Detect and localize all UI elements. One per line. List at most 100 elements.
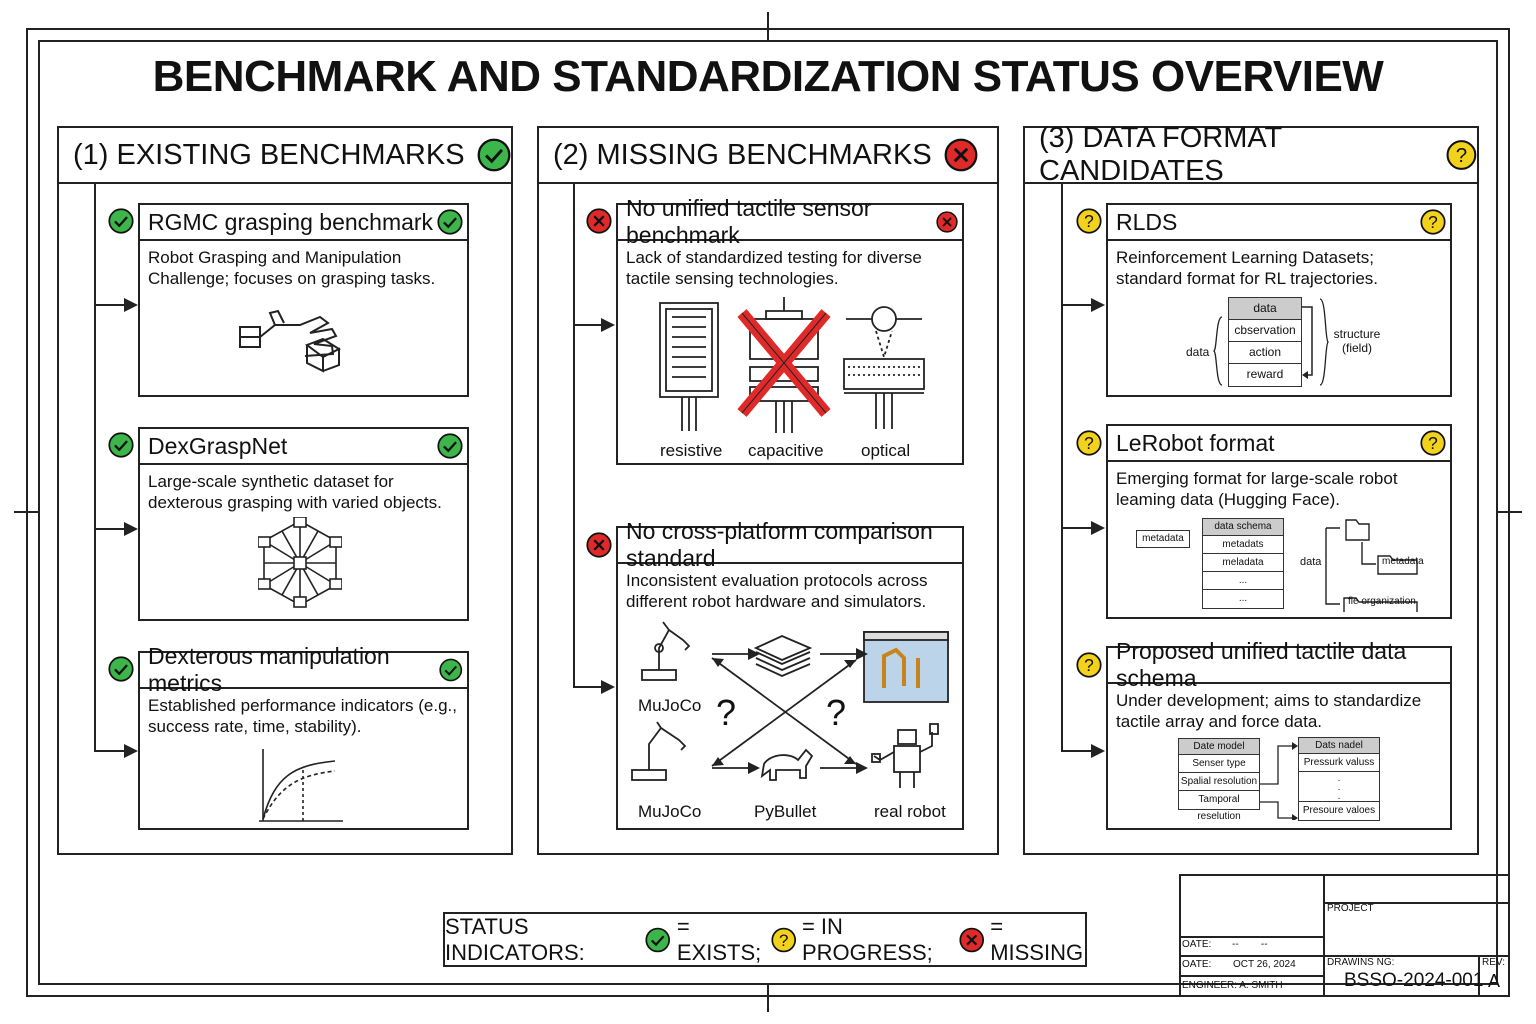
table-row: Spalial resolution bbox=[1179, 773, 1259, 791]
question-icon bbox=[1076, 652, 1102, 678]
connector-line bbox=[94, 183, 96, 751]
drawing-number-label: DRAWINS NG: bbox=[1327, 957, 1395, 968]
connector-line bbox=[1061, 304, 1091, 306]
date-value: OCT 26, 2024 bbox=[1233, 959, 1296, 970]
sensor-label-resistive: resistive bbox=[660, 441, 723, 460]
table-row: Pressurk valuss bbox=[1299, 754, 1379, 772]
panel-title: (3) DATA FORMAT CANDIDATES bbox=[1039, 122, 1282, 187]
schema-arrows bbox=[1260, 742, 1298, 820]
x-icon bbox=[586, 208, 612, 234]
arrow-icon bbox=[124, 522, 138, 536]
table-row: ... bbox=[1238, 593, 1248, 604]
capacitive-sensor-crossed-icon bbox=[737, 297, 831, 433]
rlds-structure-table: data cbservation action reward bbox=[1228, 297, 1302, 387]
question-icon bbox=[771, 925, 796, 955]
connector-line bbox=[573, 324, 601, 326]
status-legend: STATUS INDICATORS: = EXISTS; = IN PROGRE… bbox=[443, 912, 1087, 967]
connector-line bbox=[1061, 183, 1063, 751]
check-icon bbox=[437, 433, 463, 459]
card-tactile-schema: Proposed unified tactile data schema Und… bbox=[1106, 638, 1452, 830]
card-title: Dexterous manipulation metrics bbox=[148, 643, 390, 696]
robot-dog-icon bbox=[760, 748, 814, 781]
arrow-icon bbox=[1091, 298, 1105, 312]
divider bbox=[1323, 902, 1509, 904]
cube-network-icon bbox=[258, 517, 342, 608]
card-description: Lack of standardized testing for diverse… bbox=[626, 248, 922, 288]
legend-missing: = MISSING bbox=[990, 913, 1084, 965]
cross-platform-diagram bbox=[631, 621, 949, 788]
question-icon bbox=[1420, 430, 1446, 456]
card-description: Emerging format for large-scale robot le… bbox=[1116, 469, 1398, 509]
card-title: DexGraspNet bbox=[148, 432, 288, 459]
tick-mark bbox=[1498, 511, 1522, 513]
panel-missing-benchmarks: (2) MISSING BENCHMARKS bbox=[537, 126, 999, 855]
table-row: Presoure valoes bbox=[1302, 805, 1376, 816]
card-tactile-benchmark: No unified tactile sensor benchmark Lack… bbox=[616, 195, 964, 465]
robot-hand-grasping-icon bbox=[239, 309, 342, 373]
revision-label: REV: bbox=[1482, 957, 1505, 968]
table-row: Senser type bbox=[1179, 755, 1259, 773]
robot-arm-icon bbox=[631, 721, 687, 781]
date-label: OATE: bbox=[1182, 959, 1212, 970]
card-title: RGMC grasping benchmark bbox=[148, 208, 434, 235]
brace-icon bbox=[1212, 316, 1223, 386]
page-title: BENCHMARK AND STANDARDIZATION STATUS OVE… bbox=[152, 52, 1384, 101]
divider bbox=[1323, 874, 1325, 996]
question-mark: ? bbox=[826, 692, 847, 733]
divider bbox=[1179, 975, 1324, 977]
table-header: Dats nadel bbox=[1299, 738, 1379, 754]
card-description: Inconsistent evaluation protocols across… bbox=[626, 571, 928, 611]
legend-exists: = EXISTS; bbox=[676, 913, 762, 965]
connector-line bbox=[573, 183, 575, 688]
card-title: LeRobot format bbox=[1116, 429, 1275, 456]
connector-line bbox=[1061, 527, 1091, 529]
table-header: data bbox=[1229, 298, 1301, 320]
card-description: Reinforcement Learning Datasets; standar… bbox=[1116, 248, 1379, 288]
loop-arrow-icon bbox=[1302, 306, 1313, 379]
card-description: Large-scale synthetic dataset for dexter… bbox=[148, 472, 442, 512]
connector-line bbox=[94, 304, 124, 306]
panel-existing-benchmarks: (1) EXISTING BENCHMARKS bbox=[57, 126, 513, 855]
check-icon bbox=[645, 925, 670, 955]
card-rgmc: RGMC grasping benchmark Robot Grasping a… bbox=[138, 203, 469, 397]
card-lerobot: LeRobot format Emerging format for large… bbox=[1106, 424, 1452, 619]
tick-mark bbox=[767, 984, 769, 1012]
legend-prefix: STATUS INDICATORS: bbox=[445, 913, 585, 965]
x-icon bbox=[936, 209, 958, 235]
metadata-box: metadata bbox=[1136, 530, 1190, 548]
connector-line bbox=[1061, 750, 1091, 752]
panel-header: (1) EXISTING BENCHMARKS bbox=[59, 128, 511, 184]
x-icon bbox=[944, 138, 978, 172]
check-icon bbox=[437, 209, 463, 235]
panel-title: (1) EXISTING BENCHMARKS bbox=[73, 138, 465, 171]
folder-tree-icon bbox=[1325, 519, 1418, 612]
date-label: OATE: bbox=[1182, 939, 1212, 950]
table-row: ... bbox=[1203, 572, 1283, 590]
optical-sensor-icon bbox=[843, 306, 925, 429]
check-icon bbox=[108, 208, 134, 234]
engineer-label: ENGINEER: A. SMITH bbox=[1182, 980, 1283, 991]
date-value: -- -- bbox=[1232, 939, 1268, 950]
pressure-model-table: Dats nadel Pressurk valuss ··· Presoure … bbox=[1298, 737, 1380, 821]
check-icon bbox=[477, 138, 511, 172]
question-icon bbox=[1446, 138, 1477, 172]
connector-line bbox=[94, 750, 124, 752]
check-icon bbox=[108, 432, 134, 458]
table-row: metadats bbox=[1203, 536, 1283, 554]
folder-label-metadata: metadata bbox=[1382, 556, 1424, 567]
card-dexgraspnet: DexGraspNet Large-scale synthetic datase… bbox=[138, 427, 469, 621]
question-mark: ? bbox=[716, 692, 737, 733]
arrow-icon bbox=[124, 298, 138, 312]
table-row: Tamporal reselution bbox=[1197, 794, 1241, 822]
connector-line bbox=[573, 686, 601, 688]
platform-label-real-robot: real robot bbox=[874, 802, 946, 821]
robot-arm-icon bbox=[641, 621, 691, 681]
performance-curve-icon bbox=[259, 749, 343, 822]
humanoid-robot-icon bbox=[871, 723, 939, 788]
drawing-number: BSSO-2024-001 bbox=[1344, 970, 1484, 991]
divider bbox=[1478, 955, 1480, 996]
panel-title: (2) MISSING BENCHMARKS bbox=[553, 138, 932, 171]
arrow-icon bbox=[1091, 521, 1105, 535]
table-row: action bbox=[1229, 342, 1301, 364]
card-description: Established performance indicators (e.g.… bbox=[148, 696, 457, 736]
